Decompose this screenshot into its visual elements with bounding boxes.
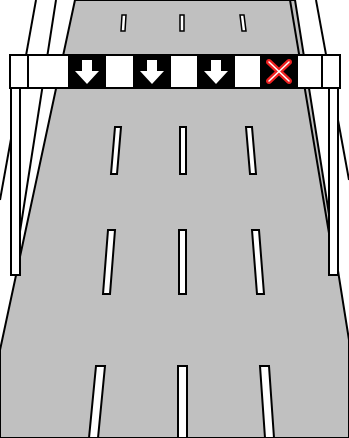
lane-signal-3 — [197, 55, 235, 88]
lane-marking — [180, 15, 184, 31]
lane-marking — [121, 15, 126, 31]
lane-signal-4 — [260, 55, 298, 88]
lane-signal-2 — [133, 55, 171, 88]
lane-marking — [180, 127, 186, 174]
lane-marking — [178, 366, 187, 438]
lane-marking — [179, 230, 186, 294]
lane-signal-1 — [68, 55, 106, 88]
